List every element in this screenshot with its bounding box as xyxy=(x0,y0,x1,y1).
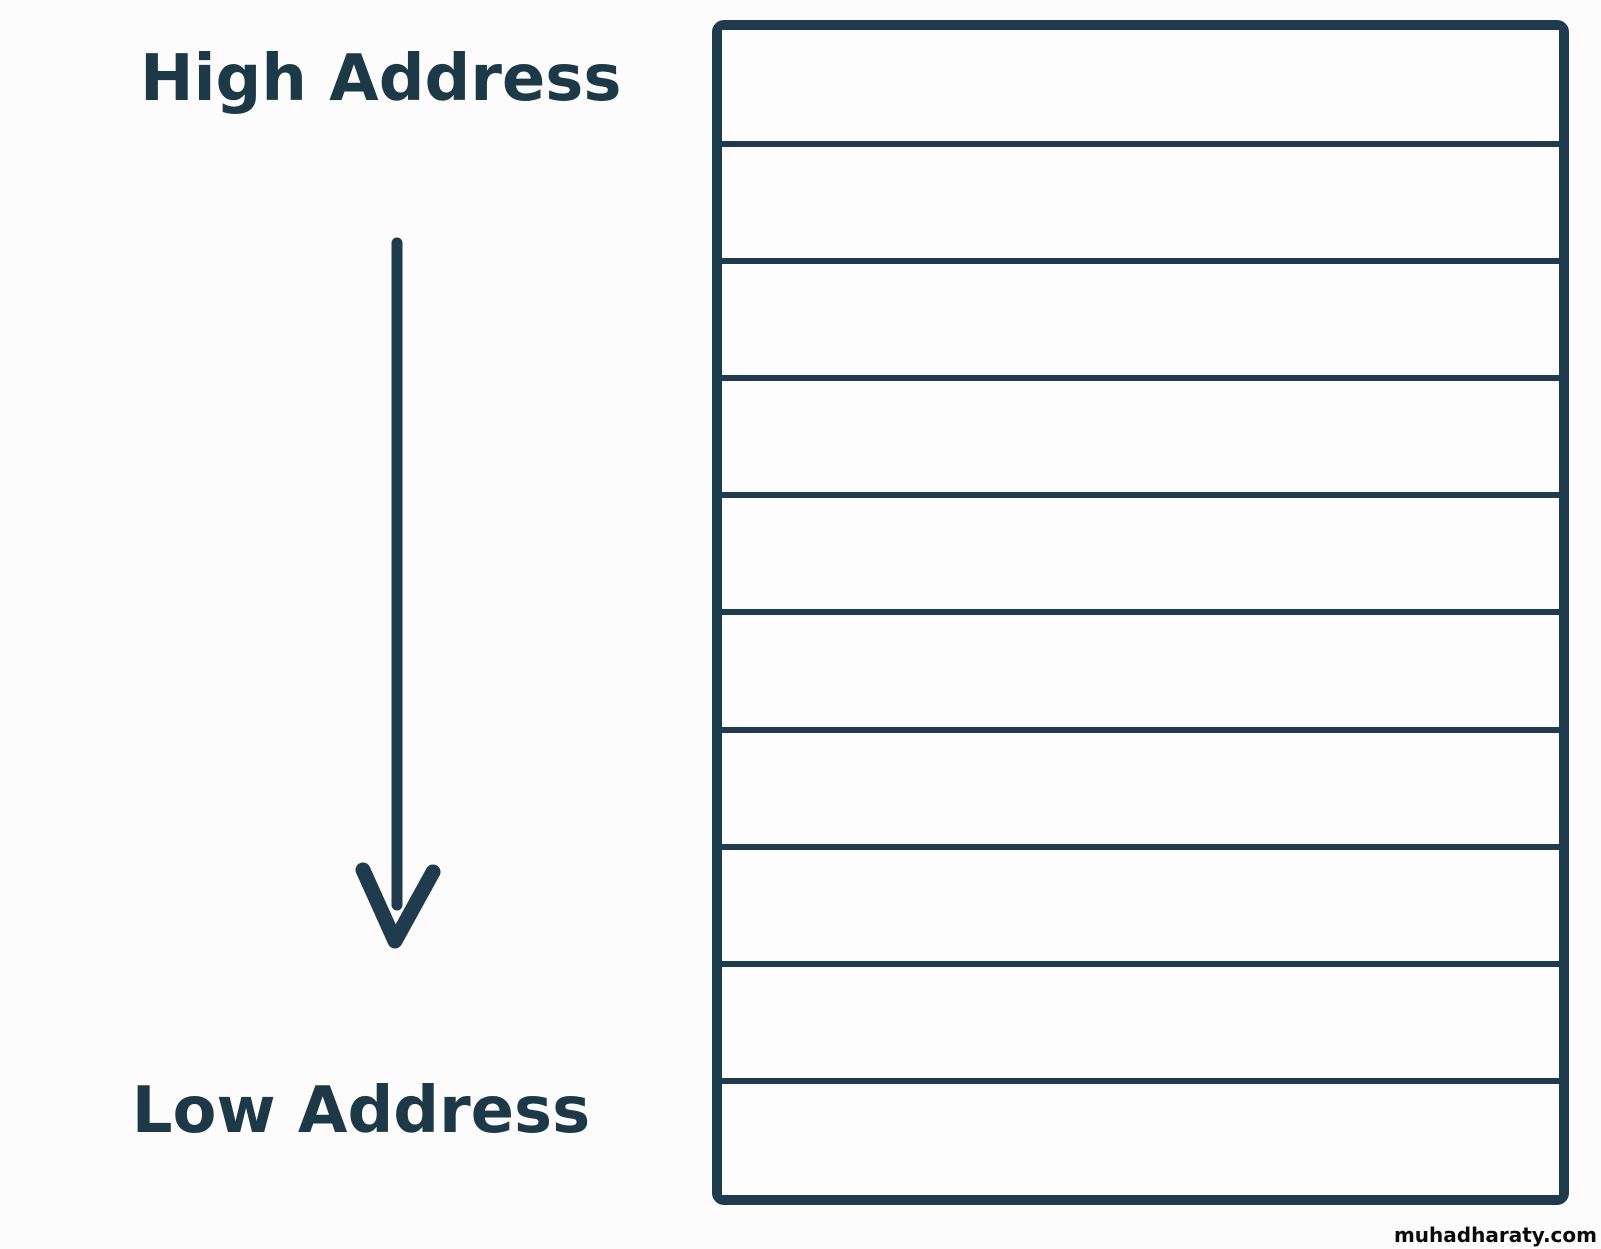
memory-cell xyxy=(722,30,1559,142)
memory-cell xyxy=(722,726,1559,844)
memory-cell xyxy=(722,609,1559,727)
memory-cell xyxy=(722,843,1559,961)
memory-cell xyxy=(722,492,1559,610)
watermark-text: muhadharaty.com xyxy=(1393,1223,1597,1247)
memory-grid xyxy=(712,20,1569,1205)
memory-cell xyxy=(722,960,1559,1078)
memory-cell xyxy=(722,375,1559,493)
down-arrow-head xyxy=(355,862,441,949)
memory-cell xyxy=(722,141,1559,259)
down-arrow-icon xyxy=(355,237,441,949)
memory-cell xyxy=(722,258,1559,376)
low-address-label: Low Address xyxy=(131,1074,591,1148)
high-address-label: High Address xyxy=(140,42,622,116)
memory-cell xyxy=(722,1077,1559,1195)
